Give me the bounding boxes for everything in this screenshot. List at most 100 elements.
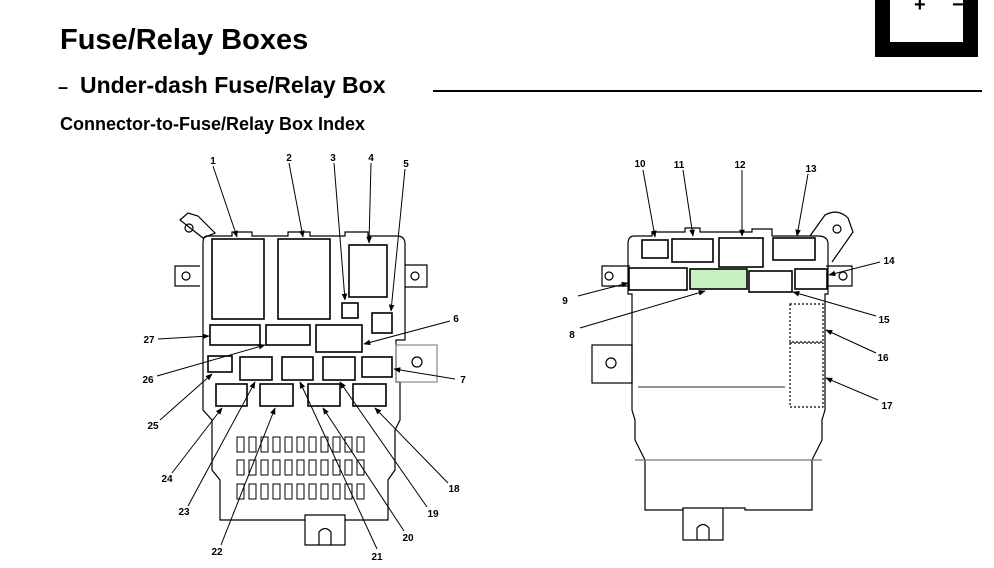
fuse-slot [284, 459, 293, 476]
connector-5 [371, 312, 393, 334]
connector-14 [794, 268, 828, 290]
fuse-slot [296, 436, 305, 453]
fuse-grid [236, 436, 365, 500]
fuse-slot [248, 436, 257, 453]
fuse-slot [236, 436, 245, 453]
callout-2: 2 [286, 153, 292, 164]
callout-4: 4 [368, 153, 374, 164]
connector-19 [322, 356, 356, 381]
fuse-slot [284, 483, 293, 500]
connector-12 [718, 237, 764, 268]
callout-3: 3 [330, 153, 336, 164]
fuse-slot [248, 483, 257, 500]
callout-8: 8 [569, 330, 575, 341]
fuse-slot [308, 436, 317, 453]
callout-7: 7 [460, 375, 466, 386]
fuse-slot [272, 483, 281, 500]
fuse-slot [344, 436, 353, 453]
connector-15 [748, 270, 793, 293]
connector-24 [215, 383, 248, 407]
connector-18 [352, 383, 387, 407]
relay-4 [348, 244, 388, 298]
connector-13 [772, 237, 816, 261]
callout-9: 9 [562, 296, 568, 307]
callout-15: 15 [878, 315, 890, 326]
rear-callout-labels: 10 11 12 13 14 9 8 15 16 17 [562, 159, 895, 412]
fuse-slot [308, 459, 317, 476]
connector-22 [259, 383, 294, 407]
connector-23 [239, 356, 273, 381]
fuse-slot [332, 483, 341, 500]
callout-5: 5 [403, 159, 409, 170]
fuse-slot [320, 459, 329, 476]
fuse-slot [344, 459, 353, 476]
battery-icon: + − [875, 0, 978, 57]
callout-21: 21 [371, 552, 383, 563]
relay-1 [211, 238, 265, 320]
fuse-slot [284, 436, 293, 453]
callout-25: 25 [147, 421, 159, 432]
fuse-slot [356, 483, 365, 500]
connector-21 [281, 356, 314, 381]
fuse-slot [356, 436, 365, 453]
callout-23: 23 [178, 507, 190, 518]
callout-26: 26 [142, 375, 154, 386]
fuse-slot [272, 459, 281, 476]
fuse-slot [308, 483, 317, 500]
fuse-slot [320, 436, 329, 453]
callout-27: 27 [143, 335, 155, 346]
plus-sign: + [914, 0, 926, 16]
connector-9 [628, 267, 688, 291]
minus-sign: − [952, 0, 964, 16]
connector-17 [789, 342, 824, 408]
relay-2 [277, 238, 331, 320]
callout-19: 19 [427, 509, 439, 520]
connector-3 [341, 302, 359, 319]
subtitle-dash: – [58, 77, 69, 97]
callout-18: 18 [448, 484, 460, 495]
callout-16: 16 [877, 353, 889, 364]
callout-14: 14 [883, 256, 895, 267]
fuse-slot [296, 483, 305, 500]
fuse-slot [356, 459, 365, 476]
fuse-slot [260, 483, 269, 500]
connector-25 [207, 355, 233, 373]
connector-10 [641, 239, 669, 259]
front-view-fuse-box [174, 212, 438, 546]
connector-16 [789, 303, 824, 343]
connector-26 [265, 324, 311, 346]
callout-24: 24 [161, 474, 173, 485]
section-heading: Connector-to-Fuse/Relay Box Index [60, 114, 366, 134]
subtitle-rule [433, 90, 982, 92]
callout-17: 17 [881, 401, 893, 412]
callout-10: 10 [634, 159, 646, 170]
connector-6 [315, 324, 363, 353]
front-callout-labels: 1 2 3 4 5 6 7 27 26 25 24 23 22 21 20 19… [142, 153, 466, 563]
callout-6: 6 [453, 314, 459, 325]
fuse-slot [260, 436, 269, 453]
fuse-slot [320, 483, 329, 500]
fuse-slot [260, 459, 269, 476]
fuse-slot [236, 459, 245, 476]
fuse-slot [272, 436, 281, 453]
section-subtitle: –Under-dash Fuse/Relay Box [58, 72, 385, 99]
connector-20 [307, 383, 341, 407]
connector-27 [209, 324, 261, 346]
connector-8-highlighted [689, 268, 748, 290]
callout-1: 1 [210, 156, 216, 167]
fuse-slot [236, 483, 245, 500]
fuse-slot [248, 459, 257, 476]
subtitle-text: Under-dash Fuse/Relay Box [80, 72, 386, 98]
rear-callout-arrows [577, 169, 881, 401]
page-title: Fuse/Relay Boxes [60, 24, 309, 56]
fuse-slot [332, 436, 341, 453]
fuse-slot [296, 459, 305, 476]
callout-11: 11 [674, 160, 685, 171]
callout-22: 22 [211, 547, 223, 558]
rear-view-fuse-box [591, 211, 854, 541]
callout-20: 20 [402, 533, 414, 544]
front-callout-arrows [156, 162, 456, 550]
connector-7 [361, 356, 393, 378]
callout-12: 12 [734, 160, 746, 171]
